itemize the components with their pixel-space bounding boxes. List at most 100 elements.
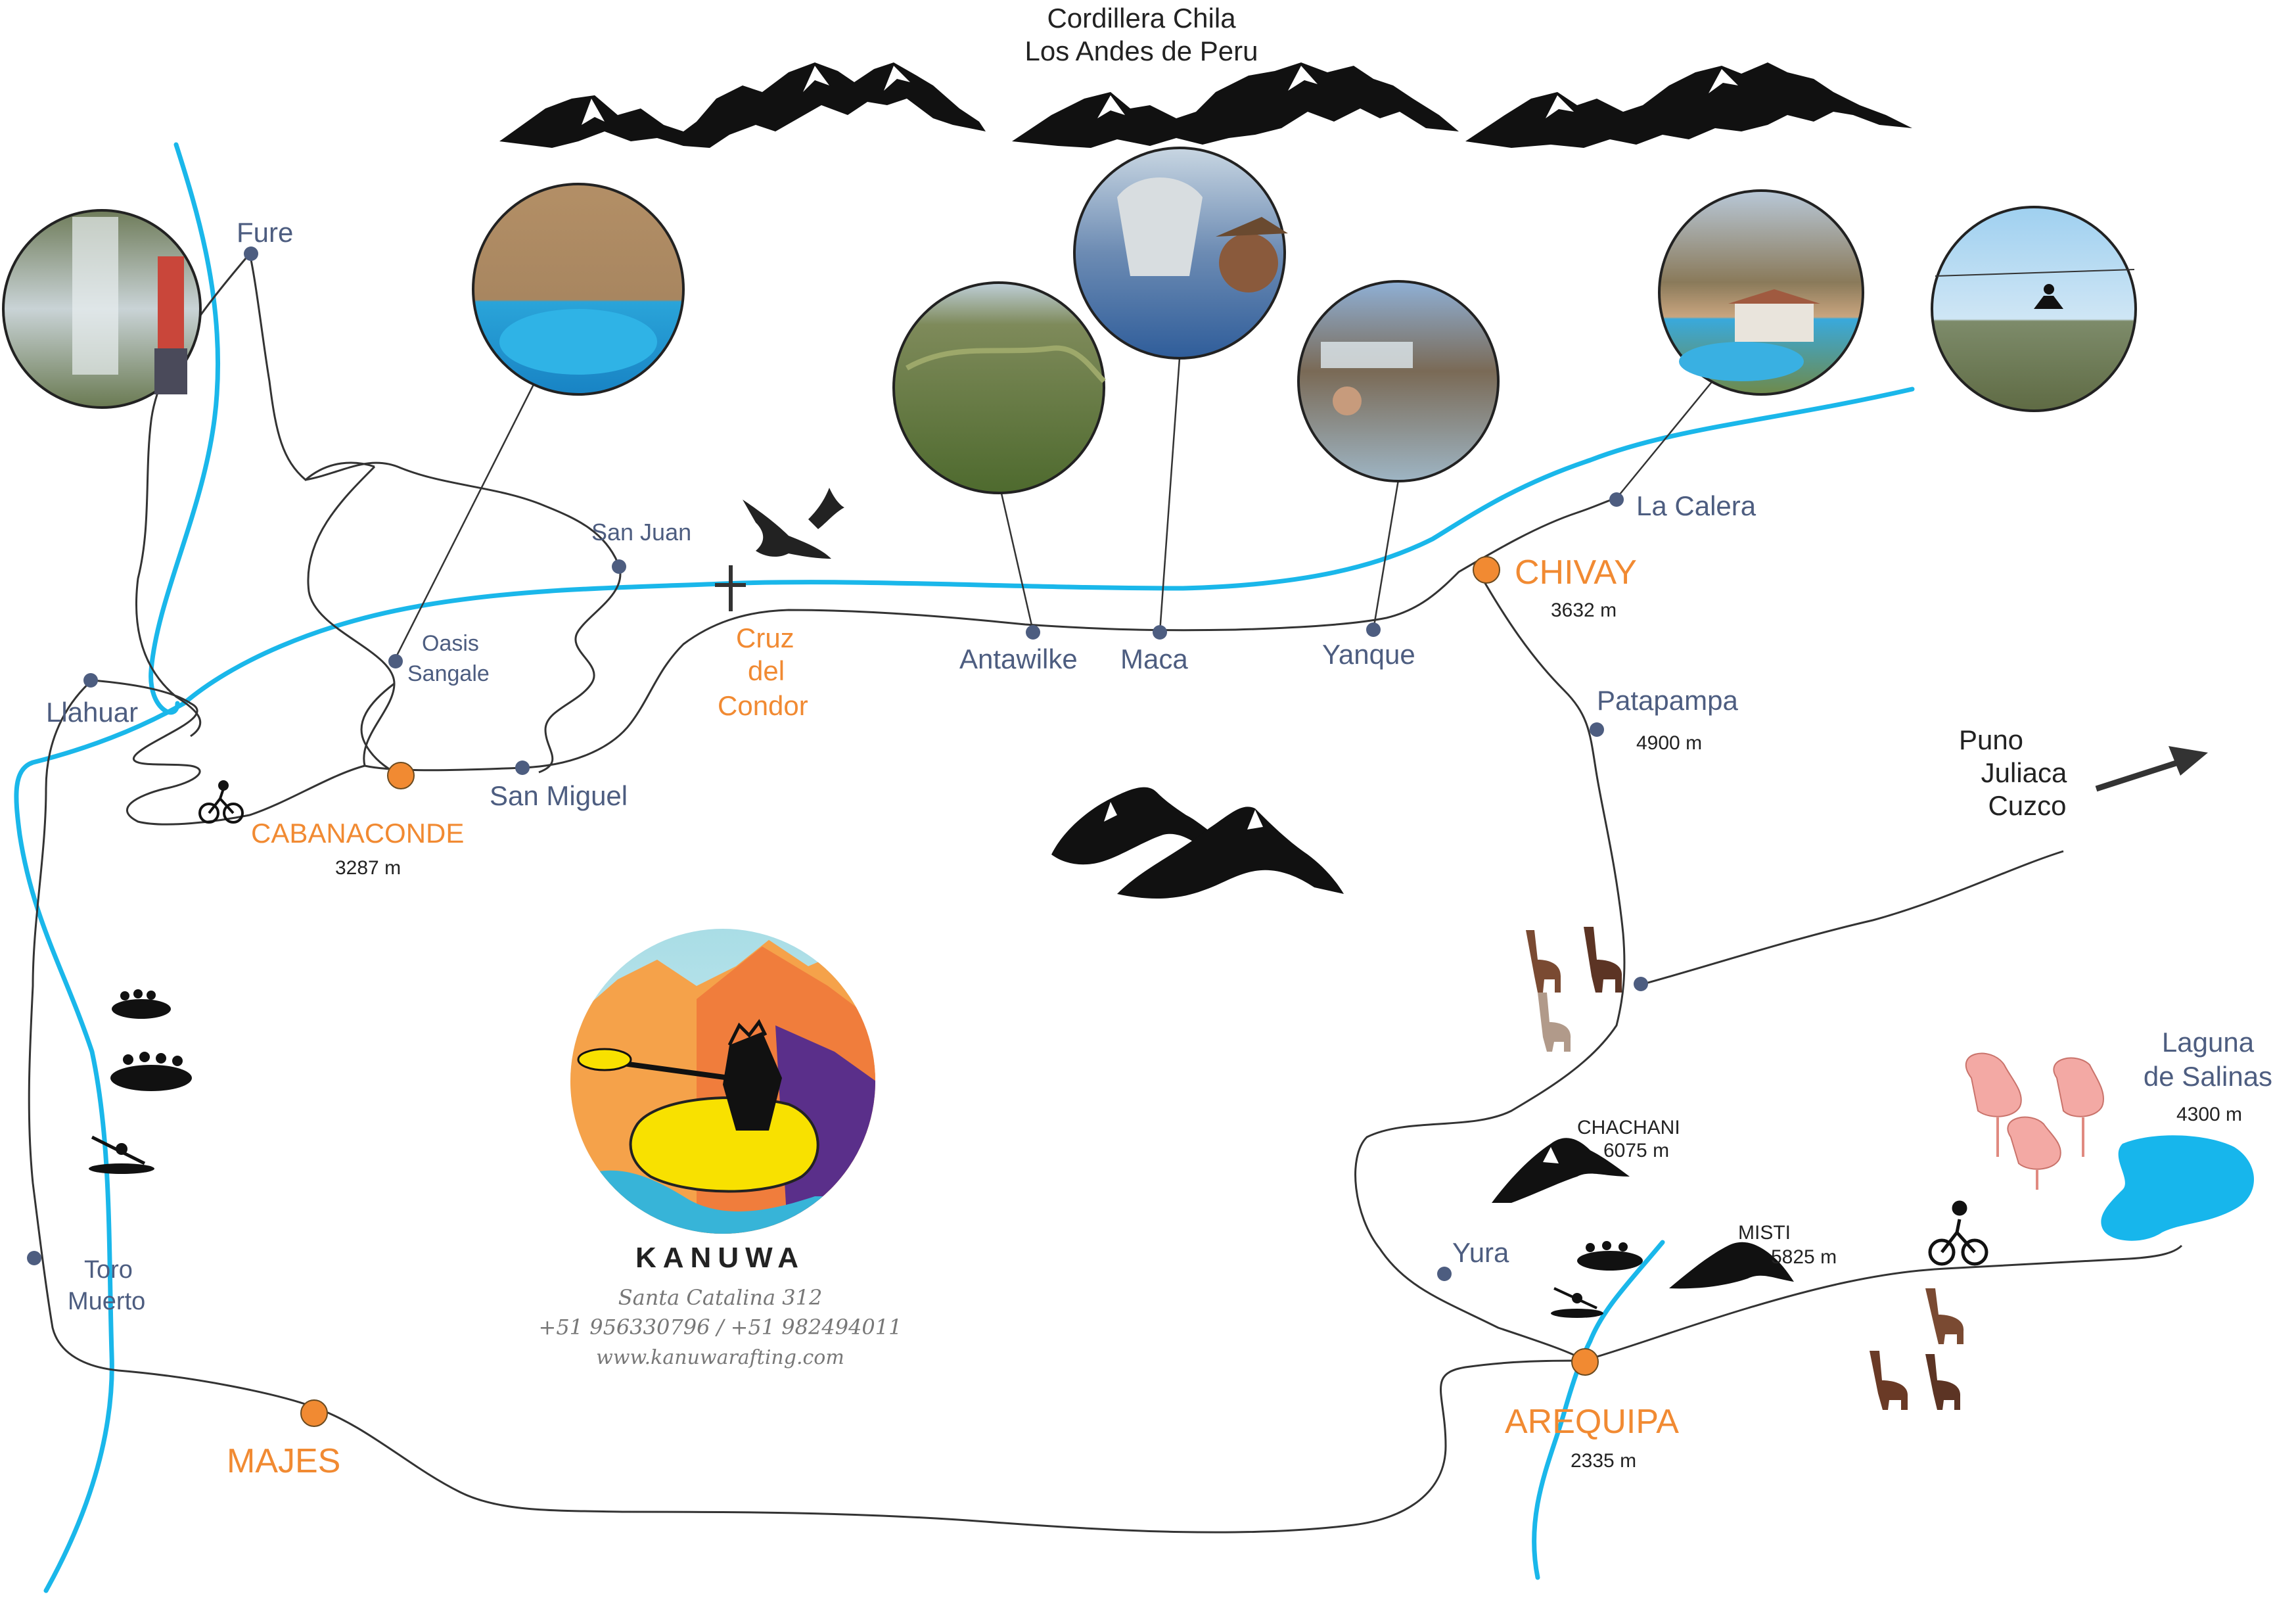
photo-eagle-handler[interactable] xyxy=(1073,147,1288,360)
label-toro: Toro xyxy=(84,1256,133,1284)
label-juliaca: Juliaca xyxy=(1981,757,2067,788)
photo-zipline[interactable] xyxy=(1931,206,2137,412)
photo-la-calera-pool[interactable] xyxy=(1658,189,1864,396)
hiker-figure xyxy=(158,256,184,348)
arrow-icon xyxy=(2095,746,2208,792)
label-yanque: Yanque xyxy=(1322,639,1415,670)
label-chachani-altitude: 6075 m xyxy=(1603,1140,1669,1161)
zipline-rider-icon xyxy=(2034,284,2063,309)
colca-river xyxy=(14,386,1915,1593)
label-cabanaconde-altitude: 3287 m xyxy=(335,857,401,879)
flamingo-icon-group xyxy=(1965,1052,2104,1190)
label-laguna-altitude: 4300 m xyxy=(2176,1104,2242,1125)
flamingo-icon xyxy=(2053,1057,2104,1157)
label-cabanaconde: CABANACONDE xyxy=(251,818,464,849)
label-cuzco: Cuzco xyxy=(1988,790,2066,821)
brand-name: KANUWA xyxy=(635,1242,805,1274)
node-maca xyxy=(1153,625,1167,640)
raft-icon xyxy=(112,989,171,1019)
node-san-juan xyxy=(612,559,626,574)
brand-phones[interactable]: +51 956330796 / +51 982494011 xyxy=(539,1315,902,1340)
label-patapampa: Patapampa xyxy=(1597,685,1738,716)
llama-icon xyxy=(1870,1351,1908,1410)
label-arequipa: AREQUIPA xyxy=(1505,1403,1679,1441)
node-arequipa xyxy=(1571,1348,1599,1376)
label-arequipa-altitude: 2335 m xyxy=(1571,1450,1636,1472)
llama-icon-group xyxy=(1526,927,1964,1410)
place-labels: Fure San Juan Oasis Sangale Llahuar San … xyxy=(46,217,2272,1480)
raft-icon xyxy=(110,1052,192,1091)
label-puno: Puno xyxy=(1959,724,2023,755)
label-llahuar: Llahuar xyxy=(46,697,138,728)
label-cruz: Cruz xyxy=(736,622,794,653)
label-san-juan: San Juan xyxy=(591,519,691,546)
label-yura: Yura xyxy=(1452,1237,1509,1268)
label-chachani: CHACHANI xyxy=(1577,1117,1680,1138)
label-condor: Condor xyxy=(718,690,808,721)
eagle-figure xyxy=(1117,177,1203,276)
label-misti: MISTI xyxy=(1738,1222,1791,1244)
node-toro-muerto xyxy=(27,1251,41,1265)
label-sangale: Sangale xyxy=(407,661,490,686)
flamingo-icon xyxy=(2007,1116,2061,1190)
label-de-salinas: de Salinas xyxy=(2144,1061,2272,1092)
node-majes xyxy=(300,1399,328,1427)
node-cabanaconde xyxy=(387,762,415,789)
label-chivay-altitude: 3632 m xyxy=(1551,599,1617,621)
photo-callouts xyxy=(393,358,1716,661)
llama-icon xyxy=(1925,1354,1961,1410)
node-oasis xyxy=(388,654,403,668)
header-subtitle: Los Andes de Peru xyxy=(1025,35,1258,66)
kayak-icon xyxy=(89,1135,154,1174)
mountain-bike-icon xyxy=(198,780,244,824)
kayak-icon xyxy=(1551,1287,1603,1318)
mountain-range-icon xyxy=(499,62,1912,148)
condor-icon xyxy=(743,488,844,559)
node-chivay xyxy=(1473,556,1500,584)
label-san-miguel: San Miguel xyxy=(490,780,628,811)
photo-hot-springs[interactable] xyxy=(1297,280,1500,482)
chachani-mountain-icon xyxy=(1492,1138,1630,1203)
header-title: Cordillera Chila xyxy=(1047,3,1236,34)
node-san-miguel xyxy=(515,761,530,775)
node-yura xyxy=(1437,1267,1452,1281)
misti-mountain-icon xyxy=(1669,1242,1794,1289)
llama-icon xyxy=(1538,993,1571,1052)
photo-oasis-pool[interactable] xyxy=(472,183,685,396)
photo-waterfall[interactable] xyxy=(2,209,202,409)
node-junction xyxy=(1634,977,1648,991)
label-la-calera: La Calera xyxy=(1636,490,1756,521)
road-network xyxy=(28,253,2183,1533)
label-oasis: Oasis xyxy=(422,631,479,656)
label-patapampa-altitude: 4900 m xyxy=(1636,732,1702,754)
node-la-calera xyxy=(1609,492,1624,507)
node-patapampa xyxy=(1590,722,1604,737)
label-majes: MAJES xyxy=(227,1442,340,1480)
kanuwa-logo xyxy=(570,929,875,1234)
node-yanque xyxy=(1366,622,1381,637)
flamingo-icon xyxy=(1965,1052,2022,1157)
brand-website[interactable]: www.kanuwarafting.com xyxy=(596,1346,844,1369)
river-network xyxy=(14,142,1915,1593)
node-antawilke xyxy=(1026,625,1040,640)
photo-canyon-terraces[interactable] xyxy=(892,281,1106,494)
label-chivay: CHIVAY xyxy=(1515,553,1637,592)
arequipa-river xyxy=(1532,1240,1665,1580)
label-maca: Maca xyxy=(1120,644,1188,674)
llama-icon xyxy=(1925,1288,1964,1344)
cross-icon xyxy=(715,565,746,611)
node-llahuar xyxy=(83,673,98,688)
lake-icon xyxy=(2101,1135,2254,1241)
brand-address: Santa Catalina 312 xyxy=(618,1285,823,1310)
route-nodes xyxy=(27,246,1648,1281)
label-misti-altitude: 5825 m xyxy=(1771,1246,1837,1268)
fure-river xyxy=(149,142,221,715)
mountain-icon xyxy=(1051,787,1344,899)
raft-icon xyxy=(1577,1241,1643,1271)
node-fure xyxy=(244,246,258,261)
label-muerto: Muerto xyxy=(68,1288,145,1315)
mountain-bike-icon xyxy=(1928,1200,1988,1266)
llama-icon xyxy=(1526,930,1561,993)
